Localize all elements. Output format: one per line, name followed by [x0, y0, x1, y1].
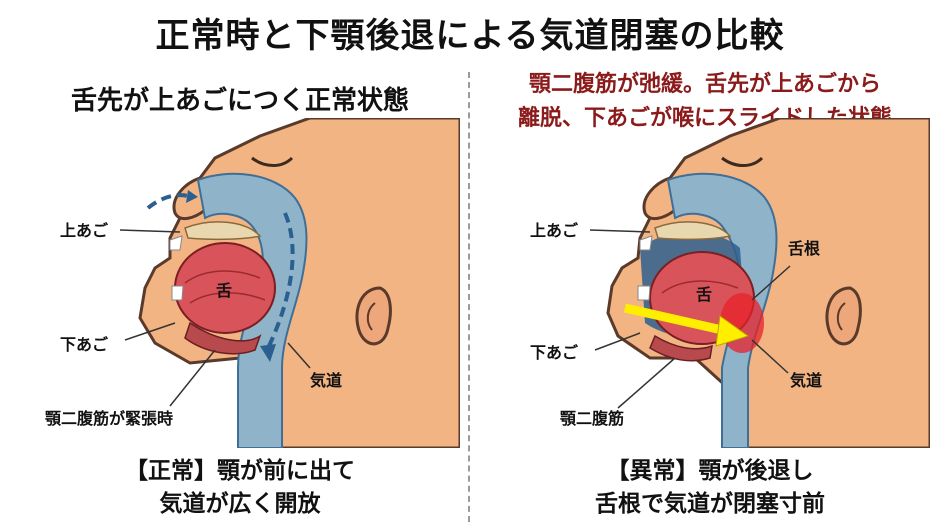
label-airway: 気道	[310, 371, 342, 390]
closed-eye	[721, 156, 764, 167]
label-tongue: 舌	[696, 285, 712, 304]
upper-palate	[184, 221, 262, 241]
upper-teeth	[169, 235, 183, 251]
normal-diagram-panel: 上あご 舌 下あご 気道 顎二腹筋が緊張時	[20, 118, 460, 448]
upper-teeth	[639, 235, 653, 251]
label-upper-jaw: 上あご	[60, 221, 108, 240]
label-upper-jaw: 上あご	[530, 221, 578, 240]
label-lower-jaw: 下あご	[60, 335, 108, 354]
label-lower-jaw: 下あご	[530, 343, 578, 362]
label-digastric: 顎二腹筋	[560, 409, 624, 428]
label-tongue: 舌	[216, 281, 232, 300]
digastric-muscle-relaxed	[649, 334, 713, 362]
abnormal-head-illustration: 上あご 舌 舌根 下あご 気道 顎二腹筋	[530, 118, 930, 448]
abnormal-caption: 【異常】顎が後退し 舌根で気道が閉塞寸前	[490, 455, 930, 521]
abnormal-caption-line-2: 舌根で気道が閉塞寸前	[595, 491, 825, 517]
lower-teeth	[171, 285, 184, 301]
abnormal-diagram-panel: 上あご 舌 舌根 下あご 気道 顎二腹筋	[490, 118, 930, 448]
nose	[642, 176, 676, 221]
lower-teeth	[637, 285, 651, 301]
upper-palate	[654, 221, 732, 241]
normal-head-illustration: 上あご 舌 下あご 気道 顎二腹筋が緊張時	[45, 118, 460, 448]
normal-caption-line-2: 気道が広く開放	[159, 491, 321, 517]
digastric-muscle-tense	[184, 321, 262, 355]
airway-passage	[666, 172, 778, 448]
label-airway: 気道	[790, 371, 822, 390]
normal-caption: 【正常】顎が前に出て 気道が広く開放	[20, 455, 460, 521]
normal-caption-line-1: 【正常】顎が前に出て	[125, 458, 355, 484]
ear	[355, 286, 392, 346]
panel-divider	[468, 72, 470, 522]
closed-eye	[251, 156, 294, 167]
abnormal-caption-line-1: 【異常】顎が後退し	[606, 458, 814, 484]
airflow-arrow-in	[146, 193, 189, 210]
ear	[825, 286, 862, 346]
jaw-retraction-arrow	[624, 303, 723, 335]
abnormal-heading-line-1: 顎二腹筋が弛緩。舌先が上あごから	[528, 72, 881, 97]
airflow-arrow-down	[266, 212, 295, 349]
page-title: 正常時と下顎後退による気道閉塞の比較	[155, 16, 785, 56]
label-digastric-tense: 顎二腹筋が緊張時	[45, 409, 173, 428]
label-tongue-root: 舌根	[788, 239, 820, 258]
normal-state-heading: 舌先が上あごにつく正常状態	[70, 86, 409, 116]
